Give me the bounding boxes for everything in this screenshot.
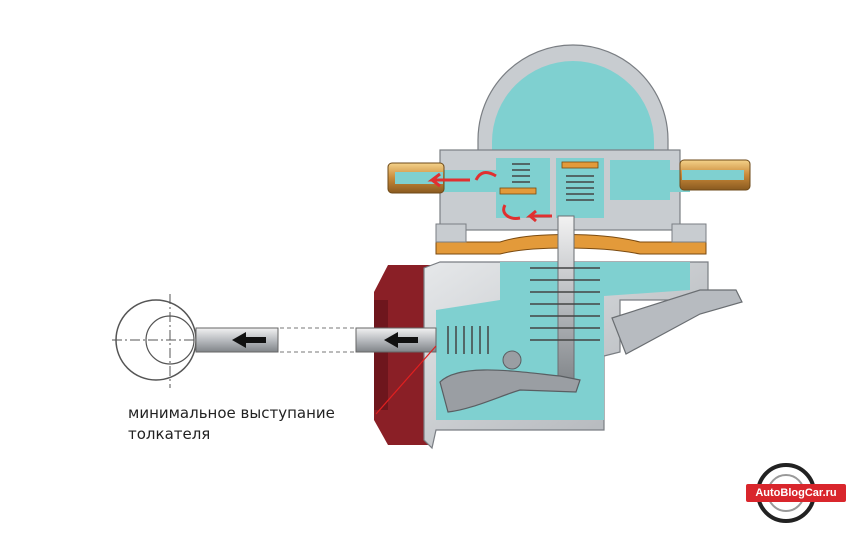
watermark-badge: AutoBlogCar.ru: [746, 484, 846, 502]
inlet-valve-spring: [512, 163, 530, 183]
diaphragm-flange-right: [671, 223, 707, 243]
callout-pointer: [375, 345, 437, 415]
pusher-spring: [447, 326, 489, 354]
lever-pivot: [502, 350, 522, 370]
flange-bolt: [374, 300, 388, 410]
pusher-protrusion-callout: минимальное выступание толкателя: [128, 403, 335, 445]
manual-lever: [611, 289, 743, 355]
callout-line-1: минимальное выступание: [128, 404, 335, 422]
fuel-flow-arrows: [427, 171, 552, 223]
inlet-valve-plate: [499, 187, 537, 195]
return-spring: [530, 267, 600, 341]
callout-line-2: толкателя: [128, 425, 211, 443]
drive-lever: [439, 369, 581, 413]
outlet-valve-plate: [561, 161, 599, 169]
outlet-pipe-bore: [682, 170, 744, 180]
diaphragm-rod: [557, 215, 575, 387]
diaphragm-flange-left: [435, 223, 467, 243]
outlet-channel: [640, 170, 690, 192]
outlet-valve-spring: [566, 175, 594, 201]
pusher-direction-arrow: [232, 332, 418, 348]
dome-fuel: [492, 61, 654, 160]
